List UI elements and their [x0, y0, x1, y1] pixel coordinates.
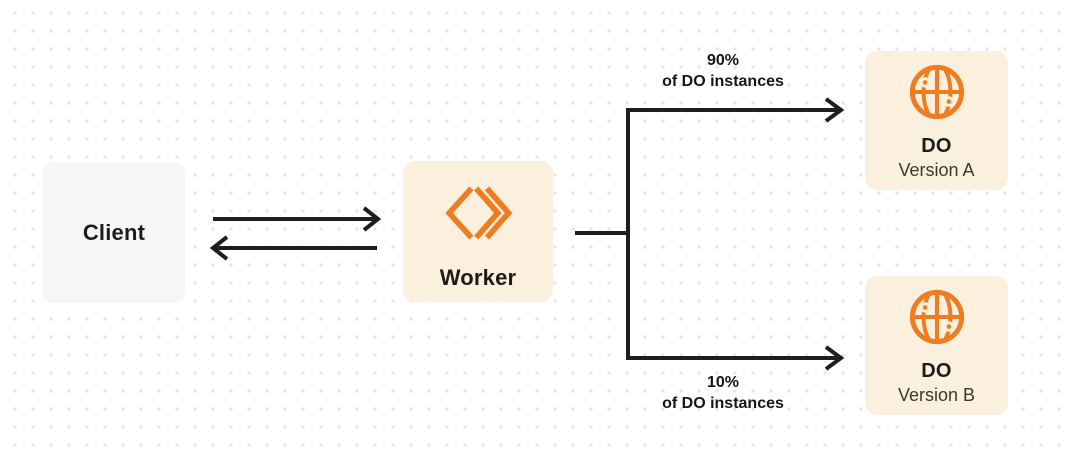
do-b-subtitle: Version B — [897, 385, 976, 405]
globe-dot-upper — [919, 302, 930, 313]
arrow-do-a-head-icon — [824, 97, 845, 123]
edge-caption-10: of DO instances — [662, 395, 784, 413]
edge-percent-10: 10% — [706, 374, 740, 391]
do-a-title: DO — [921, 135, 952, 157]
edge-label-90: 90% of DO instances — [628, 50, 818, 92]
split-connector — [575, 97, 845, 371]
do-a-subtitle: Version A — [898, 160, 975, 180]
globe-dot-upper — [919, 77, 930, 88]
client-worker-arrows — [209, 206, 382, 261]
arrow-right-head-icon — [362, 206, 382, 232]
node-do-version-b: DO Version B — [865, 276, 1008, 415]
client-label: Client — [82, 219, 146, 245]
edge-percent-90: 90% — [706, 52, 740, 69]
edge-label-10: 10% of DO instances — [628, 372, 818, 414]
branch-lines — [626, 108, 838, 360]
globe-dot-lower — [943, 321, 954, 332]
node-worker: Worker — [403, 161, 553, 302]
node-client: Client — [43, 162, 185, 303]
globe-icon — [909, 289, 964, 345]
node-do-version-a: DO Version A — [865, 51, 1008, 190]
edge-caption-90: of DO instances — [662, 73, 784, 91]
workers-chevrons-icon — [445, 186, 513, 240]
globe-dot-lower — [943, 96, 954, 107]
worker-label: Worker — [439, 265, 517, 290]
do-b-title: DO — [921, 360, 952, 382]
arrow-do-b-head-icon — [824, 345, 845, 371]
arrow-left-head-icon — [209, 235, 229, 261]
globe-icon — [909, 64, 964, 120]
